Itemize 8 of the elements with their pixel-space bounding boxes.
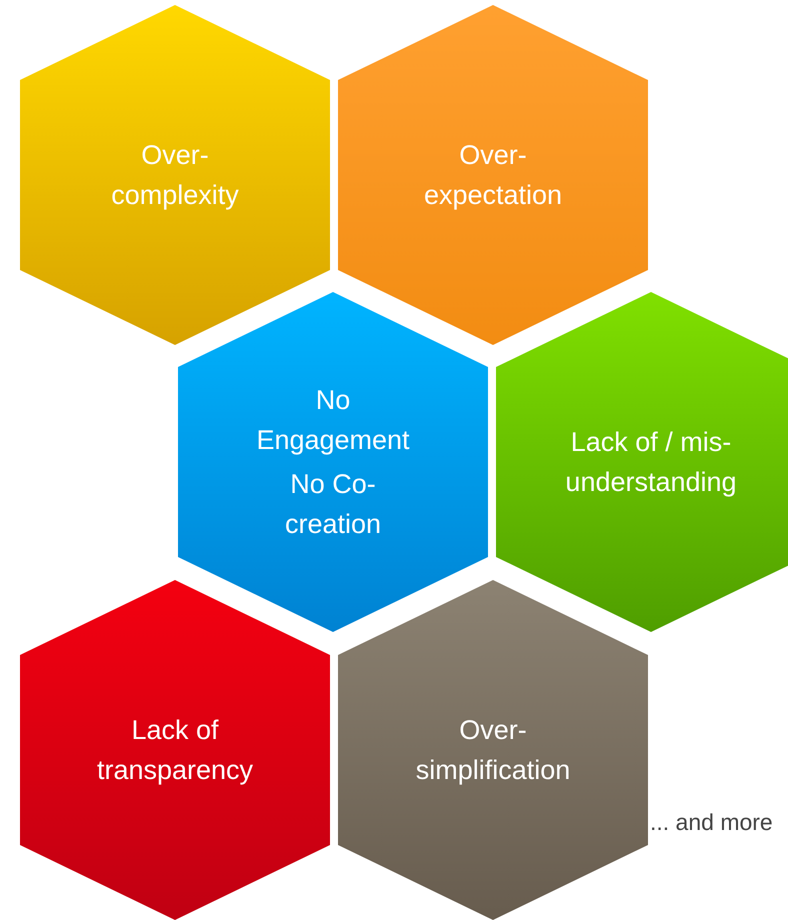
hexagon-label: Over- expectation [422,139,564,212]
hexagon-label: Lack of transparency [96,714,254,787]
hexagon-label: Over- simplification [414,714,572,787]
hexagon-label: No Co- creation [284,468,382,541]
note-text: ... and more [650,808,773,837]
hexagon-label: No Engagement [255,384,411,457]
hexagon-label: Lack of / mis- understanding [564,426,738,499]
hexagon-label: Over- complexity [110,139,240,212]
